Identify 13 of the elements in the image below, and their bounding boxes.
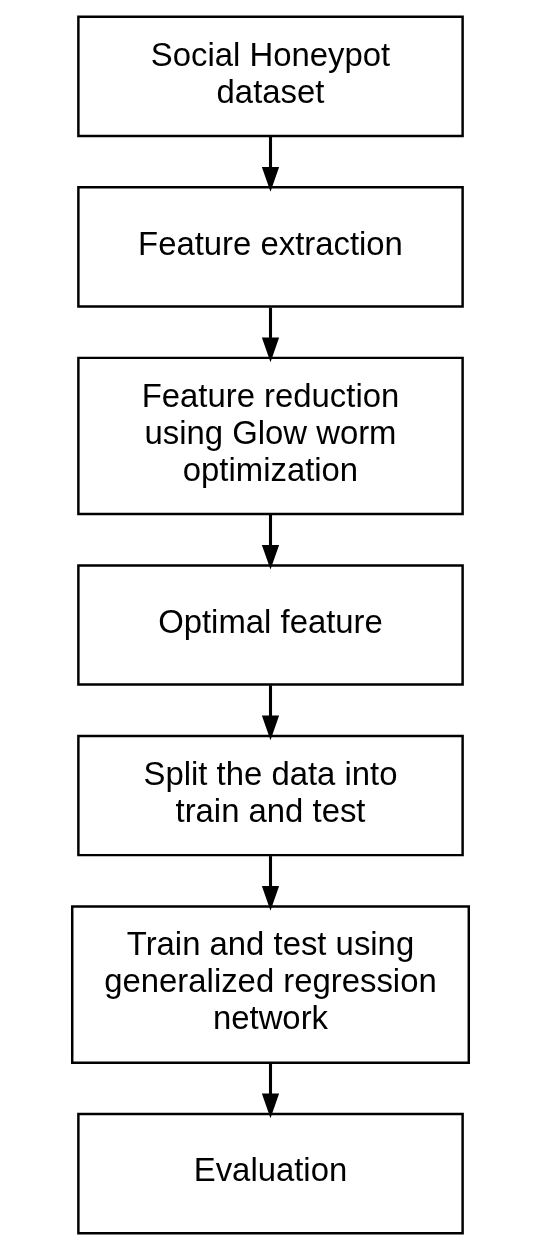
node-box: Evaluation xyxy=(76,1112,464,1235)
arrow xyxy=(261,685,279,741)
node-box: Split the data into train and test xyxy=(76,734,464,857)
arrow xyxy=(261,514,279,570)
node-box: Social Honeypot dataset xyxy=(76,15,464,138)
arrow xyxy=(261,856,279,911)
arrow xyxy=(261,136,279,192)
arrow xyxy=(261,1062,279,1119)
arrow xyxy=(261,307,279,363)
node-box: Feature reduction using Glow worm optimization xyxy=(76,356,464,516)
node-box: Optimal feature xyxy=(76,564,464,686)
node-box: Feature extraction xyxy=(76,186,464,308)
node-box: Train and test using generalized regression network xyxy=(70,905,470,1064)
